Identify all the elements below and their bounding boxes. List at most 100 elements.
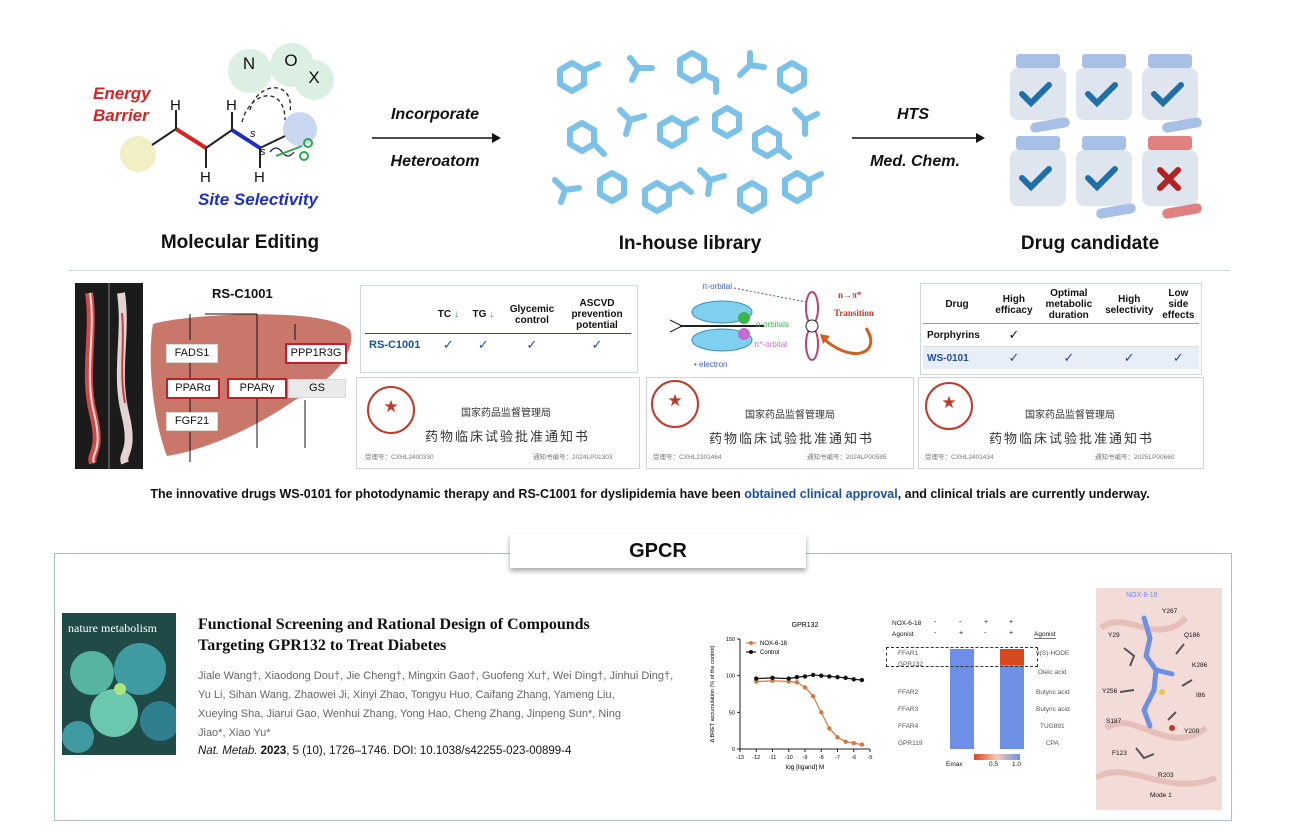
residue-label: K286 xyxy=(1192,662,1208,669)
paper-title-line1: Functional Screening and Rational Design… xyxy=(198,616,590,633)
heatmap-scale-bar xyxy=(974,754,1020,760)
official-seal-icon: ★ xyxy=(925,382,973,430)
certificate-org: 国家药品监督管理局 xyxy=(745,410,835,421)
x-tick-label: -11 xyxy=(769,755,777,761)
bottle-icon xyxy=(1076,136,1136,219)
legend-label: NOX-6-18 xyxy=(760,641,788,647)
molecular-editing-title: Molecular Editing xyxy=(160,232,320,253)
rs-header-tg: TG ↓ xyxy=(472,309,495,320)
ws-check: ✓ xyxy=(1172,350,1184,365)
residue-label: Y200 xyxy=(1184,728,1200,735)
receptor-label: FFAR4 xyxy=(898,723,919,730)
receptor-label: GPR132 xyxy=(898,661,923,668)
agonist-label: Butyric acid xyxy=(1036,706,1070,713)
data-point xyxy=(794,674,800,680)
transition-top-label: n→π* xyxy=(838,290,862,300)
official-seal-icon: ★ xyxy=(367,386,415,434)
data-point xyxy=(851,677,856,682)
ws-header-drug: Drug xyxy=(945,299,969,310)
data-point xyxy=(851,740,856,746)
pi-orbital-label: π-orbital xyxy=(702,282,732,291)
ws-header-side-effects: Low side effects xyxy=(1162,288,1195,321)
certificate-org: 国家药品监督管理局 xyxy=(1025,410,1115,421)
mode-label: Mode 1 xyxy=(1150,792,1172,799)
barrier-label: Barrier xyxy=(93,106,149,125)
approval-caption: The innovative drugs WS-0101 for photody… xyxy=(0,487,1300,501)
site-selectivity-label: Site Selectivity xyxy=(198,190,319,209)
ws-row-porphyrins: Porphyrins xyxy=(927,329,980,341)
s-label-2: s xyxy=(260,146,266,158)
ws-check: ✓ xyxy=(1008,327,1020,342)
residue-label: Q186 xyxy=(1184,632,1200,639)
citation-journal: Nat. Metab. xyxy=(198,745,258,757)
nox-row-label: NOX-6-18 xyxy=(892,620,922,627)
data-point xyxy=(827,674,832,679)
node-ppp1r3g: PPP1R3G xyxy=(285,343,347,364)
binding-pocket-structure: NOX-6-18 Y267 Y29 Q186 K286 Y256 I86 S18… xyxy=(1096,588,1222,810)
legend-label: Control xyxy=(760,650,779,656)
citation-year: 2023 xyxy=(260,745,287,757)
x-tick-label: -9 xyxy=(803,755,808,761)
data-point xyxy=(843,675,848,681)
ws-check: ✓ xyxy=(1063,350,1075,365)
liver-title: RS-C1001 xyxy=(212,286,273,301)
data-point xyxy=(802,685,808,690)
certificate-notice-no: 通知书编号：2024LP00585 xyxy=(807,454,887,461)
agonist-mark: + xyxy=(959,630,964,637)
top-divider xyxy=(68,270,1230,271)
receptor-label: FFAR1 xyxy=(898,650,919,657)
s-label-1: s xyxy=(250,128,256,140)
scale-tick: 1.0 xyxy=(1012,761,1022,768)
certificate-org: 国家药品监督管理局 xyxy=(461,408,551,419)
rs-header-tc: TC ↓ xyxy=(437,309,459,320)
data-point xyxy=(770,675,775,681)
heteroatom-label: Heteroatom xyxy=(390,153,480,170)
residue-label: F123 xyxy=(1112,750,1127,757)
paper-citation: Nat. Metab. 2023, 5 (10), 1726–1746. DOI… xyxy=(198,745,571,757)
caption-before: The innovative drugs WS-0101 for photody… xyxy=(150,487,745,501)
data-point xyxy=(794,680,800,685)
ws-table-panel: Drug High efficacy Optimal metabolic dur… xyxy=(920,283,1202,375)
bottle-reject-icon xyxy=(1142,136,1202,219)
certificate-accept-no: 受理号：CXHL2400330 xyxy=(365,454,434,461)
gpcr-tab-label: GPCR xyxy=(629,540,687,562)
paper-authors: Jiale Wang†, Xiaodong Dou†, Jie Cheng†, … xyxy=(198,667,718,743)
artery-photo xyxy=(84,283,133,469)
h-label-2: H xyxy=(226,97,237,114)
approval-certificate-2: ★ 国家药品监督管理局 药物临床试验批准通知书 受理号：CXHL2301464 … xyxy=(646,377,914,469)
data-point xyxy=(810,672,816,678)
paper-title-line2: Targeting GPR132 to Treat Diabetes xyxy=(198,637,447,654)
ws-header-efficacy: High efficacy xyxy=(995,293,1033,316)
rs-check: ✓ xyxy=(526,337,538,352)
residue-label: S187 xyxy=(1106,718,1122,725)
caption-after: , and clinical trials are currently unde… xyxy=(897,487,1150,501)
h-label-1: H xyxy=(170,97,181,114)
agonist-mark: - xyxy=(934,630,937,637)
node-ppara: PPARα xyxy=(166,378,220,399)
orbital-diagram: π-orbital n-orbitals π*-orbital • electr… xyxy=(660,280,910,375)
agonist-mark: + xyxy=(1009,630,1014,637)
data-point xyxy=(859,677,865,683)
ws-header-duration: Optimal metabolic duration xyxy=(1045,288,1093,321)
library-title: In-house library xyxy=(618,233,762,254)
bottle-icon xyxy=(1010,54,1070,133)
receptor-label: FFAR3 xyxy=(898,706,919,713)
rs-header-ascvd: ASCVD prevention potential xyxy=(571,298,623,331)
molecular-editing-scheme xyxy=(120,43,334,172)
receptor-label: GPR119 xyxy=(898,740,923,747)
y-tick-label: 150 xyxy=(726,637,735,643)
incorporate-label: Incorporate xyxy=(390,106,479,123)
pi-star-orbital-label: π*-orbital xyxy=(754,340,788,349)
citation-rest: , 5 (10), 1726–1746. DOI: 10.1038/s42255… xyxy=(286,745,572,757)
orbital-graphic xyxy=(669,287,873,361)
author-line: Yu Li, Sihan Wang, Zhaowei Ji, Xinyi Zha… xyxy=(198,689,615,701)
n-orbitals-label: n-orbitals xyxy=(756,320,789,329)
dose-response-chart: GPR132-13-12-11-10-9-8-7-6-5050100150log… xyxy=(710,622,872,771)
caption-highlight: obtained clinical approval xyxy=(744,487,898,501)
h-label-3: H xyxy=(200,169,211,186)
rs-check: ✓ xyxy=(442,337,454,352)
certificate-title: 药物临床试验批准通知书 xyxy=(425,430,591,445)
approval-certificate-3: ★ 国家药品监督管理局 药物临床试验批准通知书 受理号：CXHL2401434 … xyxy=(918,377,1204,469)
scale-tick: 0.5 xyxy=(989,761,999,768)
data-point xyxy=(786,676,791,681)
